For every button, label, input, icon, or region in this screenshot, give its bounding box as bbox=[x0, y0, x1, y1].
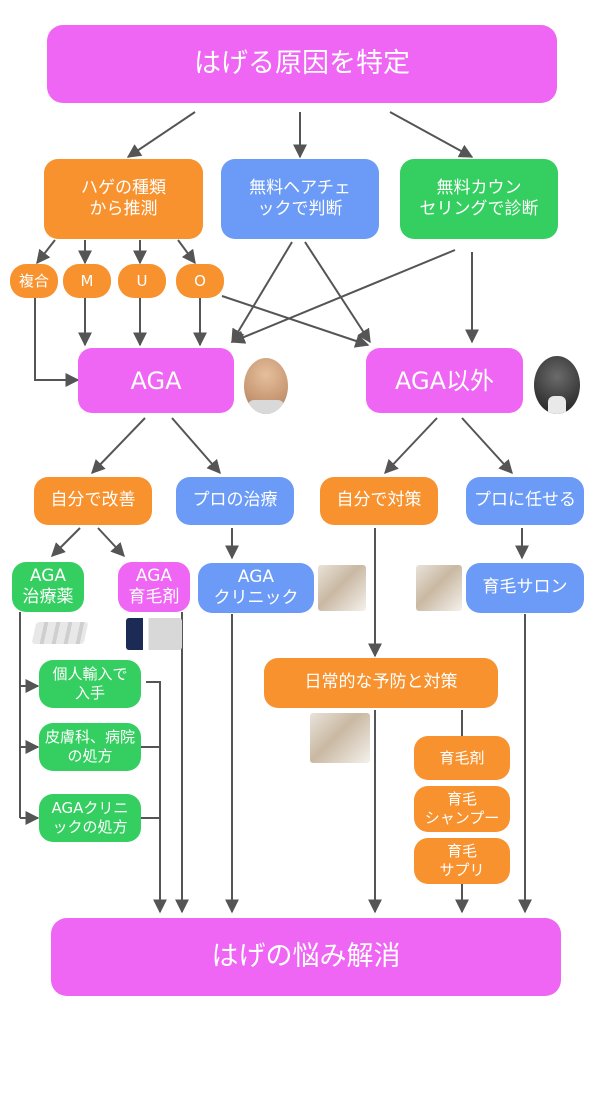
arrow-check-to-non-aga bbox=[304, 241, 371, 344]
full-hair-head-image bbox=[534, 356, 580, 414]
type-o-pill: O bbox=[176, 264, 224, 298]
free-counsel-node: 無料カウン セリングで診断 bbox=[400, 159, 558, 239]
hair-supplement-node: 育毛 サプリ bbox=[414, 838, 510, 884]
arrow-aga-to-self bbox=[91, 417, 146, 475]
root-node: はげる原因を特定 bbox=[47, 25, 557, 103]
arrow-counsel-to-aga bbox=[230, 249, 456, 344]
arrow-o-to-non-aga bbox=[221, 295, 370, 348]
type-m-pill: M bbox=[63, 264, 111, 298]
daily-prevention-node: 日常的な予防と対策 bbox=[264, 658, 498, 708]
self-measure-node: 自分で対策 bbox=[320, 477, 438, 525]
arrow-non-aga-to-pro bbox=[461, 417, 513, 475]
aga-clinic-node: AGA クリニック bbox=[198, 563, 314, 613]
hair-salon-node: 育毛サロン bbox=[466, 563, 584, 613]
tonic-bottles-image bbox=[126, 618, 182, 650]
free-check-node: 無料ヘアチェ ックで判断 bbox=[221, 159, 379, 239]
pro-leave-node: プロに任せる bbox=[466, 477, 584, 525]
pro-treat-node: プロの治療 bbox=[176, 477, 294, 525]
non-aga-node: AGA以外 bbox=[366, 348, 523, 413]
arrow-root-to-free-counsel bbox=[389, 111, 474, 158]
goal-node: はげの悩み解消 bbox=[51, 918, 561, 996]
arrow-guess-to-complex bbox=[36, 239, 56, 265]
scalp-care-photo bbox=[310, 713, 370, 763]
arrow-non-aga-to-self bbox=[384, 417, 438, 475]
personal-import-node: 個人輸入で 入手 bbox=[39, 660, 141, 708]
hair-shampoo-node: 育毛 シャンプー bbox=[414, 786, 510, 832]
pills-image bbox=[31, 622, 89, 644]
clinic-doctors-photo bbox=[318, 565, 366, 611]
arrow-guess-to-o bbox=[177, 239, 196, 265]
arrow-complex-to-aga bbox=[34, 298, 80, 387]
dermatology-node: 皮膚科、病院 の処方 bbox=[39, 723, 141, 771]
arrow-self-to-drug bbox=[51, 527, 81, 557]
aga-clinic-rx-node: AGAクリニ ックの処方 bbox=[39, 794, 141, 842]
self-improve-node: 自分で改善 bbox=[34, 477, 152, 525]
type-u-pill: U bbox=[118, 264, 166, 298]
bald-head-image bbox=[244, 358, 288, 414]
salon-photo bbox=[416, 565, 462, 611]
aga-node: AGA bbox=[78, 348, 234, 413]
arrow-import-to-goal bbox=[146, 681, 167, 914]
type-guess-node: ハゲの種類 から推測 bbox=[44, 159, 203, 239]
type-complex-pill: 複合 bbox=[10, 264, 58, 298]
aga-hair-tonic-node: AGA 育毛剤 bbox=[118, 562, 190, 612]
arrow-aga-to-pro bbox=[171, 417, 221, 475]
aga-drug-node: AGA 治療薬 bbox=[12, 562, 84, 612]
arrow-check-to-aga bbox=[231, 241, 293, 344]
arrow-self-to-tonic bbox=[97, 527, 125, 558]
arrow-root-to-type-guess bbox=[126, 111, 196, 158]
hair-growth-agent-node: 育毛剤 bbox=[414, 736, 510, 780]
